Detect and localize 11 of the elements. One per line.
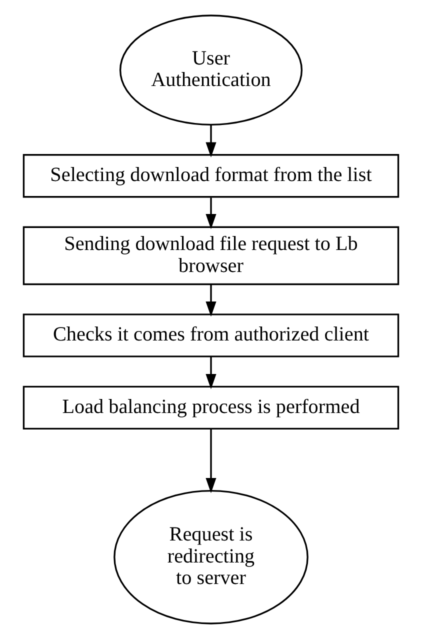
node-box: Checks it comes from authorized client xyxy=(22,314,400,358)
arrow xyxy=(206,356,216,390)
node-ellipse: User Authentication xyxy=(119,14,303,126)
node-box: Load balancing process is performed xyxy=(22,386,400,430)
node-box: Sending download file request to Lb browser xyxy=(22,226,400,286)
arrow xyxy=(206,124,216,158)
arrow xyxy=(206,198,216,230)
node-ellipse: Request is redirecting to server xyxy=(114,490,308,624)
arrow xyxy=(206,429,216,494)
node-box: Selecting download format from the list xyxy=(22,154,400,198)
arrow xyxy=(206,284,216,317)
